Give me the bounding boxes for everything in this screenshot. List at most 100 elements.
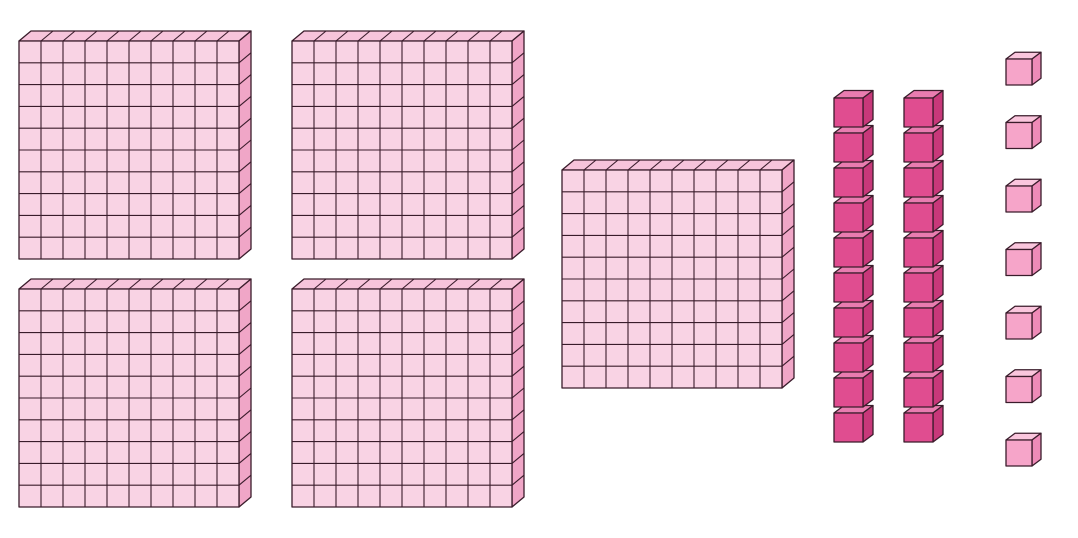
- grid-line: [511, 204, 525, 216]
- grid-line: [737, 159, 751, 171]
- grid-line: [781, 246, 795, 258]
- grid-line: [511, 183, 525, 195]
- grid-line: [781, 224, 795, 236]
- grid-line: [781, 290, 795, 302]
- cube-front-face: [903, 97, 934, 128]
- grid-line: [84, 278, 98, 290]
- cube-front-face: [903, 342, 934, 373]
- rod-unit-cube: [833, 229, 874, 268]
- grid-line: [313, 278, 327, 290]
- rod-unit-cube: [833, 404, 874, 443]
- cube-front-face: [833, 412, 864, 443]
- grid-line: [238, 204, 252, 216]
- grid-line: [172, 30, 186, 42]
- rod-unit-cube: [903, 229, 944, 268]
- cube-front-face: [903, 307, 934, 338]
- grid-line: [238, 95, 252, 107]
- grid-line: [194, 278, 208, 290]
- cube-front-face: [833, 202, 864, 233]
- grid-line: [238, 365, 252, 377]
- cube-front-face: [1005, 58, 1033, 86]
- grid-line: [62, 30, 76, 42]
- cube-front-face: [1005, 121, 1033, 150]
- cube-front-face: [1005, 375, 1033, 404]
- grid-line: [238, 474, 252, 486]
- one-unit-cube: [1005, 432, 1042, 467]
- one-unit-cube: [1005, 305, 1042, 340]
- rod-unit-cube: [833, 124, 874, 163]
- rod-unit-cube: [903, 299, 944, 338]
- one-unit-cube: [1005, 242, 1042, 277]
- rod-unit-cube: [833, 194, 874, 233]
- grid-line: [445, 30, 459, 42]
- grid-line: [379, 30, 393, 42]
- grid-line: [238, 74, 252, 86]
- grid-line: [423, 278, 437, 290]
- cube-front-face: [833, 377, 864, 408]
- one-unit-cube: [1005, 115, 1042, 150]
- grid-line: [357, 278, 371, 290]
- rod-unit-cube: [903, 159, 944, 198]
- grid-line: [511, 139, 525, 151]
- grid-line: [489, 30, 503, 42]
- grid-line: [511, 343, 525, 355]
- grid-line: [627, 159, 641, 171]
- one-unit-cube: [1005, 51, 1042, 86]
- grid-line: [238, 322, 252, 334]
- grid-line: [511, 74, 525, 86]
- cube-front-face: [833, 342, 864, 373]
- grid-line: [583, 159, 597, 171]
- rod-unit-cube: [903, 264, 944, 303]
- grid-line: [511, 452, 525, 464]
- grid-line: [511, 409, 525, 421]
- grid-line: [781, 181, 795, 193]
- grid-line: [238, 226, 252, 238]
- grid-line: [401, 278, 415, 290]
- cube-front-face: [903, 377, 934, 408]
- cube-front-face: [833, 307, 864, 338]
- cube-front-face: [903, 132, 934, 163]
- grid-line: [238, 452, 252, 464]
- grid-line: [62, 278, 76, 290]
- cube-front-face: [1005, 312, 1033, 340]
- rod-unit-cube: [833, 299, 874, 338]
- rod-unit-cube: [903, 124, 944, 163]
- grid-line: [40, 30, 54, 42]
- grid-line: [84, 30, 98, 42]
- cube-front-face: [903, 272, 934, 303]
- rod-unit-cube: [903, 194, 944, 233]
- cube-front-face: [903, 202, 934, 233]
- hundred-flat: [18, 30, 252, 260]
- cube-front-face: [833, 97, 864, 128]
- grid-line: [445, 278, 459, 290]
- grid-line: [781, 312, 795, 324]
- cube-front-face: [1005, 248, 1033, 277]
- grid-line: [781, 203, 795, 215]
- grid-line: [467, 30, 481, 42]
- grid-line: [379, 278, 393, 290]
- grid-line: [106, 30, 120, 42]
- ten-rod: [833, 89, 874, 443]
- hundred-flat: [561, 159, 795, 389]
- grid-line: [238, 431, 252, 443]
- cube-front-face: [1005, 185, 1033, 213]
- rod-unit-cube: [903, 89, 944, 128]
- grid-line: [238, 409, 252, 421]
- grid-line: [511, 52, 525, 64]
- one-unit-cube: [1005, 178, 1042, 213]
- grid-line: [759, 159, 773, 171]
- grid-line: [40, 278, 54, 290]
- grid-line: [128, 30, 142, 42]
- rod-unit-cube: [833, 264, 874, 303]
- grid-line: [649, 159, 663, 171]
- grid-line: [511, 474, 525, 486]
- grid-line: [194, 30, 208, 42]
- cube-front-face: [833, 167, 864, 198]
- grid-line: [511, 300, 525, 312]
- hundred-flat: [291, 278, 525, 508]
- cube-front-face: [833, 272, 864, 303]
- ten-rod: [903, 89, 944, 443]
- rod-unit-cube: [903, 334, 944, 373]
- grid-line: [238, 300, 252, 312]
